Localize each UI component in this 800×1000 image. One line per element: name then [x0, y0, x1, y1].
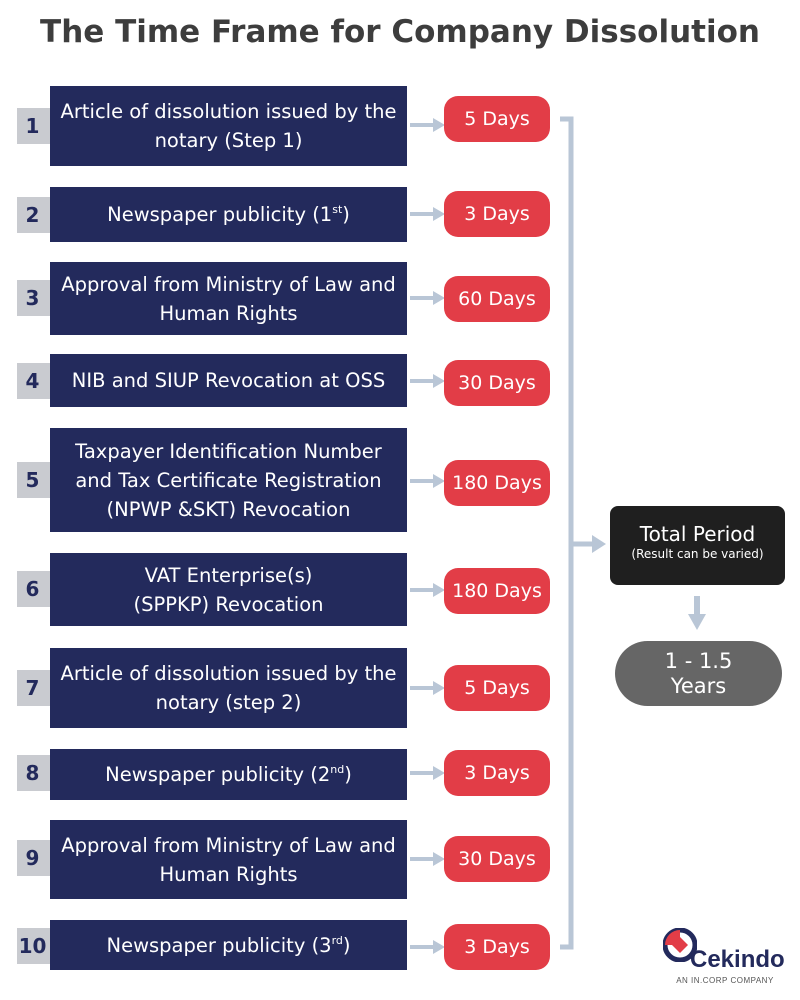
arrowhead-icon	[433, 474, 445, 488]
step-box-10: Newspaper publicity (3rd)	[50, 920, 407, 970]
result-unit: Years	[670, 673, 727, 698]
down-arrow-icon	[688, 614, 706, 630]
step-text: Newspaper publicity (3	[106, 933, 332, 957]
step-text-after: )	[342, 203, 350, 226]
step-text: Article of dissolution issued by the not…	[60, 100, 397, 152]
step-text: Taxpayer Identification Number and Tax C…	[75, 439, 382, 521]
duration-badge-10: 3 Days	[444, 924, 550, 970]
step-text-after: )	[342, 933, 351, 957]
duration-badge-7: 5 Days	[444, 665, 550, 711]
arrowhead-icon	[433, 291, 445, 305]
total-arrow-icon	[592, 535, 606, 553]
bracket-line	[560, 116, 574, 950]
arrowhead-icon	[433, 766, 445, 780]
step-text: Newspaper publicity (2	[105, 763, 331, 786]
duration-badge-5: 180 Days	[444, 460, 550, 506]
arrowhead-icon	[433, 583, 445, 597]
arrowhead-icon	[433, 118, 445, 132]
arrowhead-icon	[433, 940, 445, 954]
step-number-9: 9	[17, 840, 50, 876]
logo-name: Cekindo	[690, 946, 785, 973]
step-box-9: Approval from Ministry of Law and Human …	[50, 820, 407, 899]
arrowhead-icon	[433, 852, 445, 866]
step-text: Article of dissolution issued by the not…	[60, 662, 397, 714]
step-number-4: 4	[17, 363, 50, 399]
step-number-3: 3	[17, 280, 50, 316]
step-number-7: 7	[17, 670, 50, 706]
page-title: The Time Frame for Company Dissolution	[40, 14, 760, 50]
arrowhead-icon	[433, 207, 445, 221]
step-text: Newspaper publicity (1	[107, 203, 333, 226]
step-number-5: 5	[17, 462, 50, 498]
step-box-2: Newspaper publicity (1st)	[50, 187, 407, 242]
step-text-after: )	[344, 763, 352, 786]
step-box-1: Article of dissolution issued by the not…	[50, 86, 407, 166]
duration-badge-4: 30 Days	[444, 360, 550, 406]
step-box-7: Article of dissolution issued by the not…	[50, 648, 407, 728]
step-text: Approval from Ministry of Law and Human …	[61, 272, 396, 325]
duration-badge-9: 30 Days	[444, 836, 550, 882]
result-pill: 1 - 1.5 Years	[615, 641, 782, 706]
total-period-note: (Result can be varied)	[631, 547, 764, 561]
duration-badge-1: 5 Days	[444, 96, 550, 142]
step-box-3: Approval from Ministry of Law and Human …	[50, 262, 407, 335]
step-superscript: nd	[330, 763, 345, 776]
arrowhead-icon	[433, 374, 445, 388]
step-box-8: Newspaper publicity (2nd)	[50, 749, 407, 800]
logo-tagline: AN IN.CORP COMPANY	[676, 976, 774, 985]
step-number-10: 10	[17, 928, 50, 964]
total-period-box: Total Period (Result can be varied)	[610, 506, 785, 585]
duration-badge-3: 60 Days	[444, 276, 550, 322]
step-text: Approval from Ministry of Law and Human …	[61, 833, 396, 886]
step-box-5: Taxpayer Identification Number and Tax C…	[50, 428, 407, 532]
step-text: VAT Enterprise(s) (SPPKP) Revocation	[133, 563, 324, 616]
step-superscript: rd	[331, 933, 343, 947]
step-number-6: 6	[17, 571, 50, 607]
step-box-6: VAT Enterprise(s) (SPPKP) Revocation	[50, 553, 407, 626]
step-number-2: 2	[17, 197, 50, 233]
cekindo-logo-icon	[663, 928, 697, 962]
total-period-label: Total Period	[639, 522, 756, 546]
duration-badge-6: 180 Days	[444, 568, 550, 614]
step-box-4: NIB and SIUP Revocation at OSS	[50, 354, 407, 407]
step-number-8: 8	[17, 755, 50, 791]
arrowhead-icon	[433, 681, 445, 695]
step-number-1: 1	[17, 108, 50, 144]
result-range: 1 - 1.5	[664, 648, 733, 673]
duration-badge-2: 3 Days	[444, 191, 550, 237]
step-superscript: st	[332, 203, 343, 216]
step-text: NIB and SIUP Revocation at OSS	[71, 369, 386, 392]
duration-badge-8: 3 Days	[444, 750, 550, 796]
